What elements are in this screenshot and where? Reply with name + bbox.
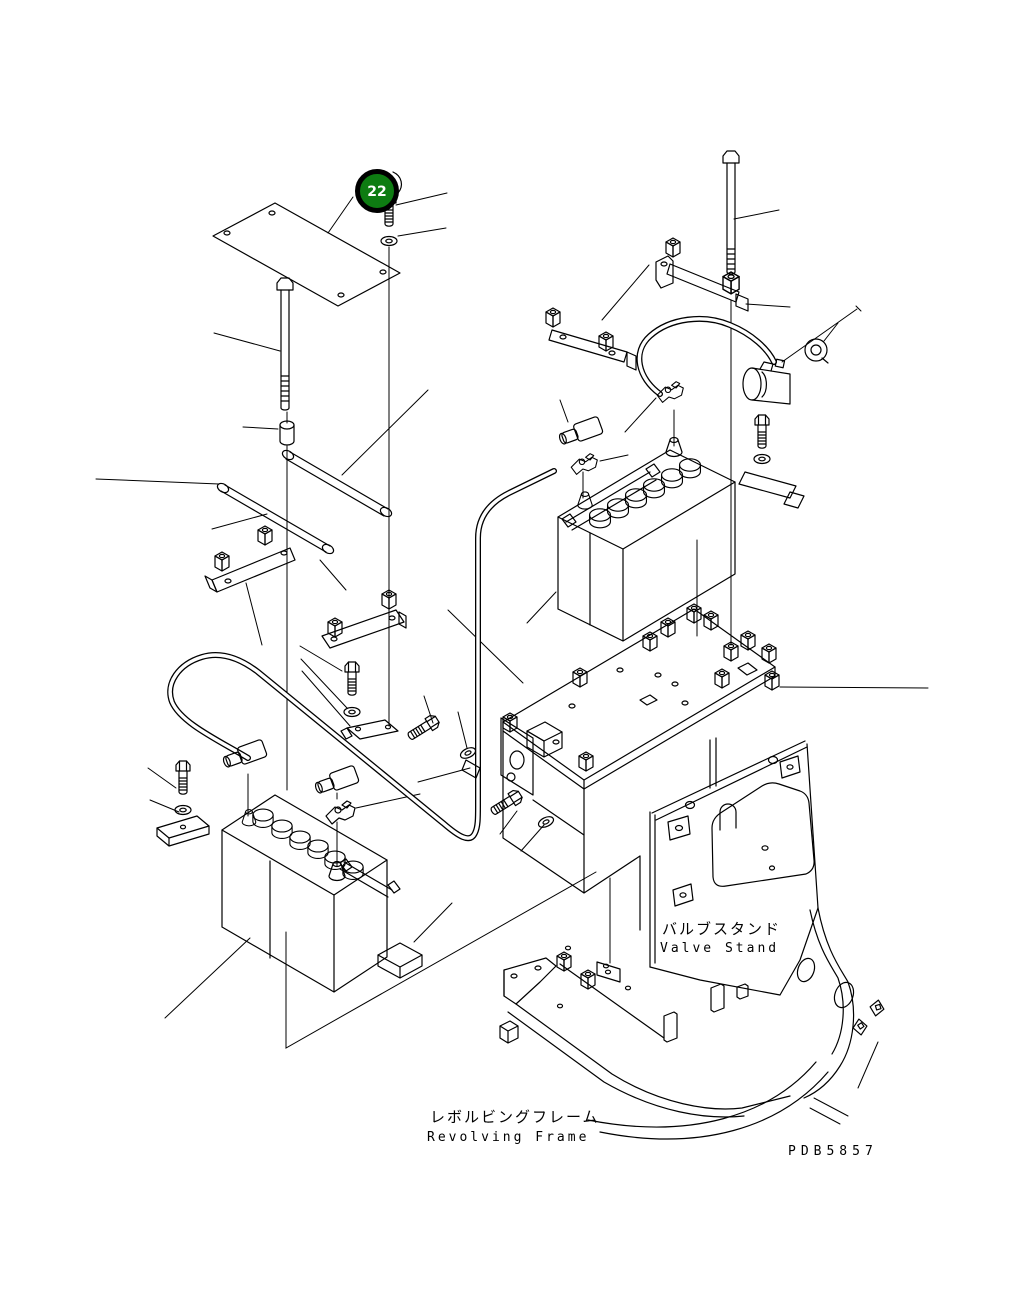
- valve-stand-label-jp: バルブスタンド: [662, 920, 781, 938]
- leader-lines: [95, 192, 929, 1125]
- callout-number: 22: [367, 184, 386, 200]
- battery-cable-right: [636, 315, 777, 397]
- terminal-cap-nut: [804, 338, 829, 364]
- starter-solenoid: [742, 358, 791, 405]
- terminal-clamp-a: [570, 453, 598, 475]
- valve-stand-label-en: Valve Stand: [660, 941, 779, 956]
- hold-down-rod-b: [216, 482, 335, 555]
- assembly-lines: [247, 246, 732, 964]
- hold-down-rod-a: [281, 449, 393, 518]
- drawing-number: PDB5857: [788, 1144, 878, 1159]
- terminal-clamp-left: [325, 800, 356, 825]
- terminal-clamp-b: [624, 381, 684, 433]
- bolt-22: [381, 171, 403, 227]
- battery-cable-left: [167, 468, 557, 842]
- cable-boot-2: [312, 764, 361, 798]
- revolving-frame-label-en: Revolving Frame: [427, 1130, 589, 1145]
- mount-bolt-left: [156, 760, 210, 847]
- battery-left: [221, 794, 401, 993]
- valve-stand-panel: [649, 737, 819, 996]
- left-rod-bolt: [276, 277, 294, 411]
- callout-22[interactable]: 22: [355, 169, 399, 213]
- revolving-frame: [499, 907, 886, 1140]
- cover-plate: [212, 202, 401, 307]
- clamp-bracket-2: [321, 589, 407, 649]
- clamp-bracket-4: [655, 237, 749, 312]
- washer-22: [380, 235, 398, 247]
- spare-part-box: [377, 942, 423, 979]
- tray-bolt-1: [404, 712, 478, 762]
- stand-bolt: [738, 414, 805, 509]
- long-bolt-top: [722, 150, 740, 275]
- revolving-frame-label-jp: レボルビングフレーム: [430, 1108, 600, 1126]
- cable-boot-3: [556, 415, 605, 449]
- callout-ring[interactable]: [355, 169, 399, 213]
- clamp-bracket-1: [204, 525, 296, 593]
- spacer-collar: [279, 420, 295, 446]
- mount-bolt-center: [340, 661, 399, 740]
- battery-right: [557, 436, 736, 642]
- clamp-bracket-3: [545, 307, 637, 371]
- battery-tray: [500, 603, 780, 931]
